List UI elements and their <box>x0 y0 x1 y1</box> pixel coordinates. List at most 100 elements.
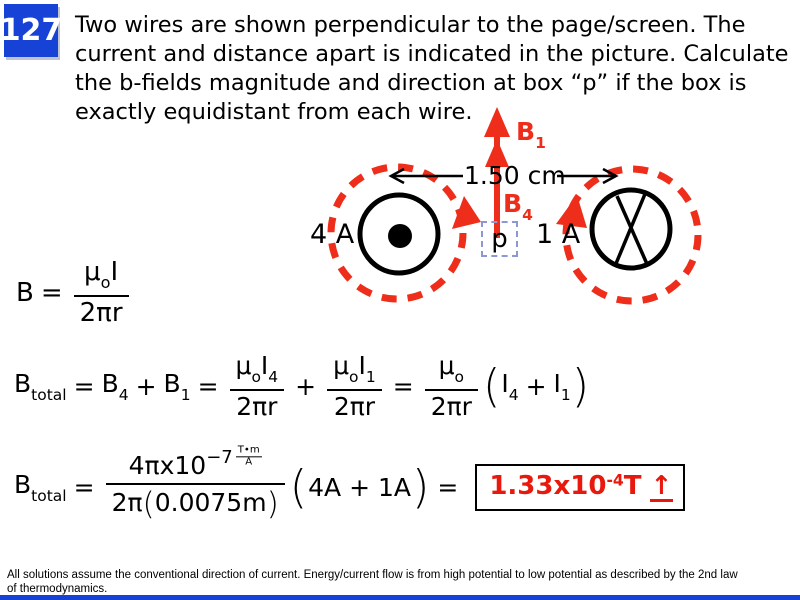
fraction: μoI1 2πr <box>327 351 382 422</box>
out-of-page-dot-icon <box>388 224 412 248</box>
question-text: Two wires are shown perpendicular to the… <box>75 11 789 127</box>
subscript: o <box>251 367 261 386</box>
answer-box: 1.33x10-4T↑ <box>475 463 686 511</box>
up-arrow-icon: ↑ <box>649 470 674 502</box>
b1-label: B1 <box>516 117 546 152</box>
exponent: −7 <box>206 446 233 468</box>
b1-sub: 1 <box>535 133 546 152</box>
footer-line: All solutions assume the conventional di… <box>7 569 738 581</box>
bottom-accent-bar <box>0 595 800 600</box>
subscript: 4 <box>118 386 129 405</box>
math-token: B <box>14 470 32 500</box>
answer-unit: T <box>623 470 642 501</box>
subscript: 1 <box>180 386 191 405</box>
question-line: the b-fields magnitude and direction at … <box>75 70 747 96</box>
math-token: = <box>392 372 414 402</box>
b4-base: B <box>503 189 523 218</box>
subscript: 1 <box>560 386 571 405</box>
math-token: 2π <box>111 488 143 518</box>
math-token: B <box>101 369 119 399</box>
left-field-circle-icon <box>327 163 467 303</box>
question-line: exactly equidistant from each wire. <box>75 99 473 125</box>
math-token: μ <box>235 351 252 380</box>
equation-total-field: Btotal = B4 + B1 = μoI4 2πr + μoI1 2πr =… <box>14 351 590 422</box>
open-paren: ( <box>289 461 308 514</box>
subscript: 4 <box>268 367 279 386</box>
fraction-denominator: 2πr <box>229 388 285 422</box>
distance-arrow-left-head-icon <box>388 167 405 185</box>
math-token: B1 <box>164 369 191 404</box>
slide-number-badge: 127 <box>0 4 62 57</box>
math-token: I <box>358 351 366 380</box>
fraction: μoI 2πr <box>73 257 129 329</box>
math-token: = <box>40 278 63 309</box>
question-line: current and distance apart is indicated … <box>75 41 789 67</box>
subscript: o <box>349 367 359 386</box>
answer-value: 1.33x10 <box>489 470 607 501</box>
math-token: 4πx10 <box>128 451 207 480</box>
open-paren: ( <box>482 360 501 413</box>
math-token: μ <box>333 351 350 380</box>
distance-label: 1.50 cm <box>464 161 566 190</box>
fraction: μo 2πr <box>424 351 478 421</box>
open-paren: ( <box>142 485 155 522</box>
math-token: I4 <box>501 369 518 404</box>
math-token: + <box>295 372 317 402</box>
fraction-denominator: 2πr <box>73 294 129 329</box>
right-field-circle-icon <box>562 165 702 305</box>
footer-note: All solutions assume the conventional di… <box>7 569 797 596</box>
point-p-box: p <box>481 221 518 257</box>
math-token: I <box>110 257 119 287</box>
subscript: 1 <box>365 367 376 386</box>
math-token: Btotal <box>14 369 67 404</box>
math-token: μ <box>438 351 455 380</box>
right-field-arrowhead-icon <box>556 195 587 228</box>
left-current-label: 4 A <box>310 219 355 250</box>
b4-arrowhead-icon <box>485 139 509 167</box>
math-token: B <box>16 278 34 309</box>
fraction-numerator: μoI1 <box>327 351 382 389</box>
math-token: B <box>163 369 181 399</box>
math-token: I <box>553 369 561 399</box>
b1-arrowhead-icon <box>484 107 510 137</box>
math-token: I1 <box>554 369 571 404</box>
math-token: I <box>260 351 269 380</box>
math-token: + <box>525 372 547 402</box>
math-token: = <box>197 372 219 402</box>
b1-base: B <box>516 117 536 146</box>
right-current-label: 1 A <box>536 219 581 250</box>
point-p-label: p <box>491 224 508 254</box>
subscript: total <box>31 486 67 505</box>
math-token: 4A + 1A <box>308 472 412 502</box>
b4-label: B4 <box>503 189 533 224</box>
equation-biot-savart: B = μoI 2πr <box>16 257 133 329</box>
math-token: + <box>135 372 157 402</box>
fraction-numerator: μoI4 <box>230 351 285 389</box>
subscript: o <box>100 273 111 293</box>
math-token: = <box>73 472 95 502</box>
subscript: o <box>454 367 465 386</box>
into-page-x-icon <box>615 195 649 265</box>
fraction-denominator: 2πr <box>327 388 382 422</box>
close-paren: ) <box>571 360 590 413</box>
math-token: B4 <box>102 369 129 404</box>
subscript: 4 <box>508 386 519 405</box>
into-page-x-icon <box>613 193 647 267</box>
fraction-numerator: μo <box>425 351 478 389</box>
fraction-denominator: 2π(0.0075m) <box>105 482 285 523</box>
math-token: = <box>437 472 459 502</box>
distance-arrow-right-head-icon <box>602 167 619 185</box>
subscript: total <box>31 386 67 405</box>
math-token: = <box>73 372 95 402</box>
math-token: μ <box>84 257 101 287</box>
question-line: Two wires are shown perpendicular to the… <box>75 12 746 38</box>
close-paren: ) <box>412 461 430 514</box>
footer-line: of thermodynamics. <box>7 582 108 595</box>
left-field-arrowhead-icon <box>452 196 481 229</box>
answer-exponent: -4 <box>606 471 624 490</box>
